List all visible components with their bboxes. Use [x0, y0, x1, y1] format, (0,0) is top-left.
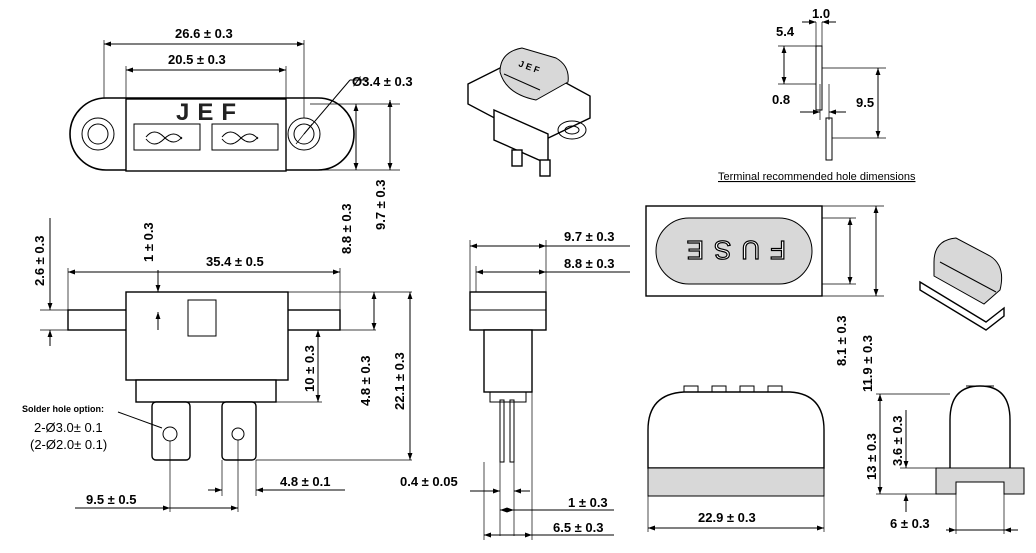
terminal-left — [151, 401, 191, 461]
solder-title: Solder hole option: — [22, 404, 104, 414]
front-body-lower — [135, 379, 277, 403]
dim-0-4: 0.4 ± 0.05 — [400, 474, 458, 489]
terminal-right — [221, 401, 257, 461]
dim-0-8: 0.8 — [772, 92, 790, 107]
dim-3-6: 3.6 ± 0.3 — [890, 415, 905, 466]
fuse-side-view: 22.9 ± 0.3 — [647, 385, 825, 532]
fuse-top-view: FUSE — [645, 205, 884, 297]
top-view: JEF 26.6 ± 0.3 20.5 ± 0.3 Ø3.4 ± 0.3 — [69, 26, 413, 172]
solder-option-2: (2-Ø2.0± 0.1) — [30, 437, 107, 452]
dim-26-6: 26.6 ± 0.3 — [175, 26, 233, 41]
dim-2-6: 2.6 ± 0.3 — [32, 235, 47, 286]
logo-text: JEF — [176, 99, 244, 126]
dim-4-8-h: 4.8 ± 0.1 — [280, 474, 331, 489]
dim-22-1: 22.1 ± 0.3 — [392, 352, 407, 410]
dim-1-0: 1.0 — [812, 6, 830, 21]
dim-9-5: 9.5 — [856, 95, 874, 110]
holder-3d-view: J E F — [467, 47, 591, 177]
dim-1: 1 ± 0.3 — [141, 222, 156, 262]
dim-9-7: 9.7 ± 0.3 — [373, 179, 388, 230]
fuse-3d-view — [919, 237, 1005, 331]
dim-5-4: 5.4 — [776, 24, 795, 39]
fuse-label: FUSE — [677, 235, 786, 265]
dim-9-7-side: 9.7 ± 0.3 — [564, 229, 615, 244]
terminal-caption: Terminal recommended hole dimensions — [718, 171, 916, 183]
side-body — [483, 329, 533, 393]
dim-13: 13 ± 0.3 — [864, 433, 879, 480]
dim-11-9: 11.9 ± 0.3 — [860, 335, 875, 392]
dim-1-side: 1 ± 0.3 — [568, 495, 608, 510]
left-terminal-slot — [133, 123, 201, 151]
front-body-upper — [125, 291, 289, 381]
side-head — [469, 291, 547, 331]
solder-option-1: 2-Ø3.0± 0.1 — [34, 420, 103, 435]
dim-10: 10 ± 0.3 — [302, 345, 317, 392]
terminal-hole-diagram: 1.0 5.4 0.8 9.5 Terminal recommended hol… — [718, 6, 916, 183]
dim-hole-dia: Ø3.4 ± 0.3 — [352, 74, 413, 89]
dim-8-8: 8.8 ± 0.3 — [339, 203, 354, 254]
front-view: 35.4 ± 0.5 — [40, 218, 413, 512]
dim-6: 6 ± 0.3 — [890, 516, 930, 531]
dim-22-9: 22.9 ± 0.3 — [698, 510, 756, 525]
dim-8-1: 8.1 ± 0.3 — [834, 315, 849, 366]
right-terminal-slot — [211, 123, 279, 151]
top-view-body — [125, 98, 287, 172]
fuse-end-view: 6 ± 0.3 — [876, 385, 1025, 534]
dim-35-4: 35.4 ± 0.5 — [206, 254, 264, 269]
dim-20-5: 20.5 ± 0.3 — [168, 52, 226, 67]
side-view: 9.7 ± 0.3 8.8 ± 0.3 0.4 ± 0.05 1 ± 0.3 6… — [400, 229, 630, 540]
left-mount-hole — [81, 117, 115, 151]
dim-4-8-v: 4.8 ± 0.3 — [358, 355, 373, 406]
dim-8-8-side: 8.8 ± 0.3 — [564, 256, 615, 271]
dim-9-5-pitch: 9.5 ± 0.5 — [86, 492, 137, 507]
dim-6-5: 6.5 ± 0.3 — [553, 520, 604, 535]
